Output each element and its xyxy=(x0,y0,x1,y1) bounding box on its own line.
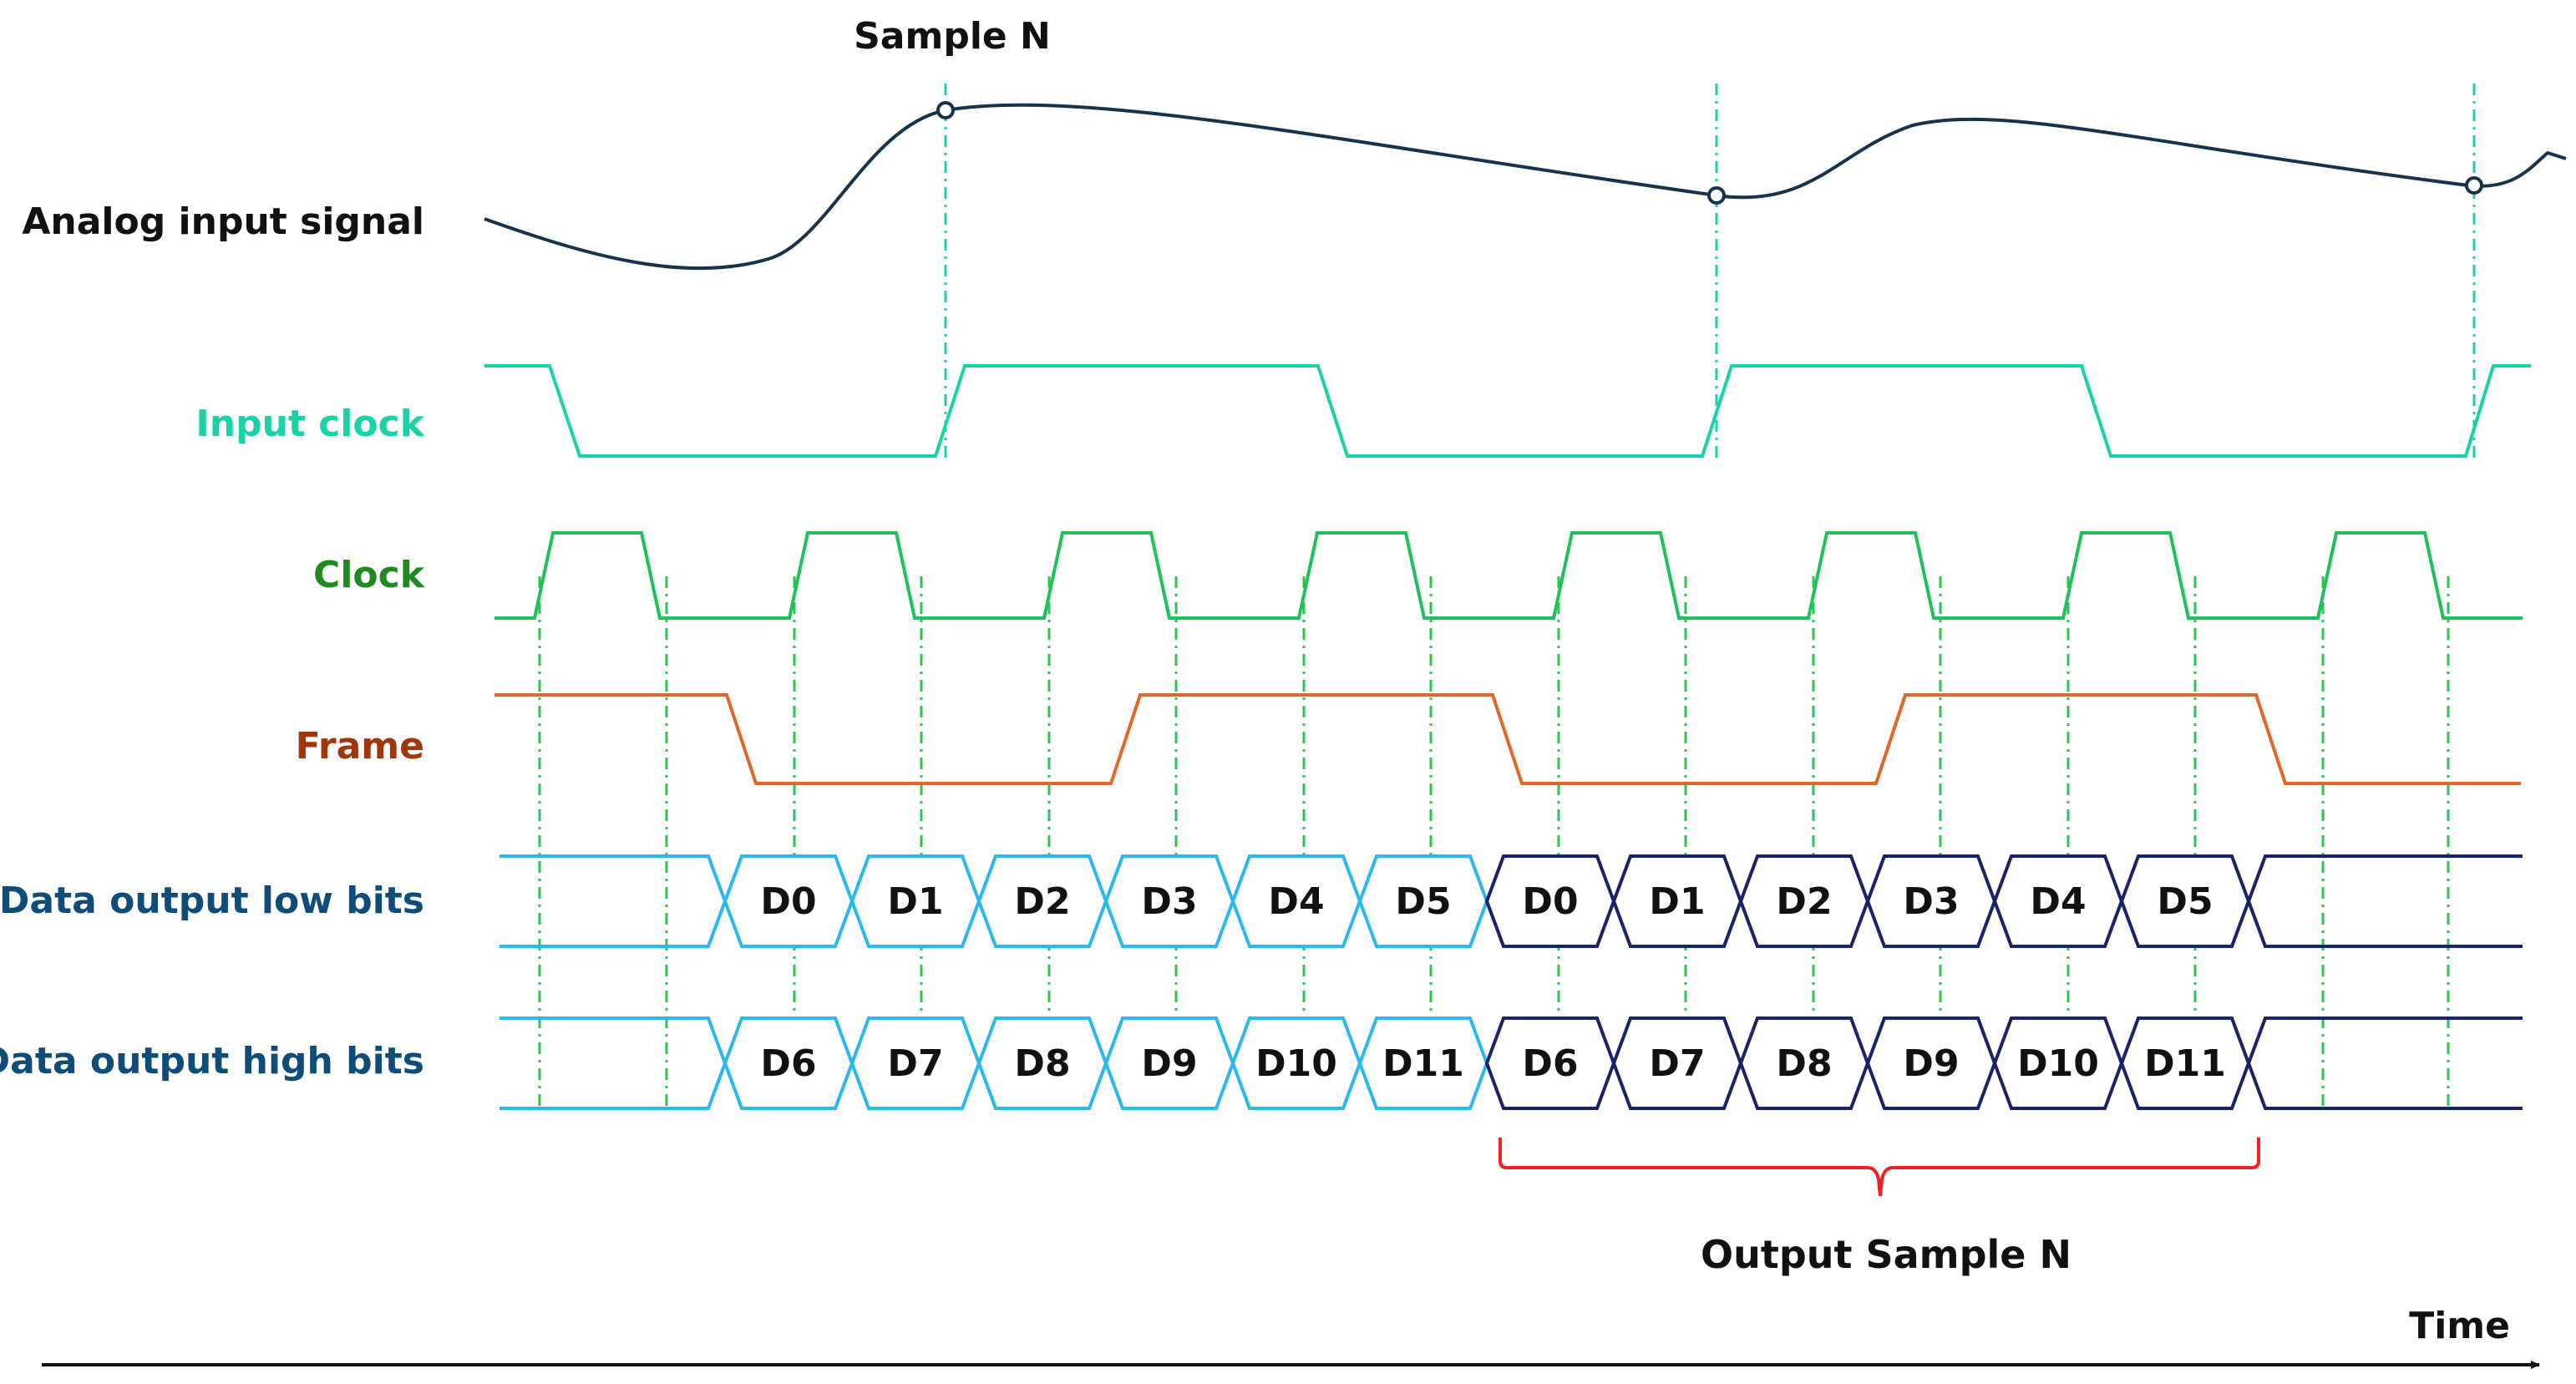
frame-waveform xyxy=(494,693,2521,785)
bus-cell-label: D7 xyxy=(887,1042,943,1085)
bus-idle-edge xyxy=(2247,1016,2523,1064)
input-clock-waveform xyxy=(484,364,2531,458)
analog-signal-waveform xyxy=(484,103,2567,271)
bus-cell-label: D10 xyxy=(1255,1042,1337,1085)
bus-cell-label: D7 xyxy=(1649,1042,1705,1085)
bus-cell-label: D10 xyxy=(2017,1042,2099,1085)
clock-label: Clock xyxy=(313,554,426,596)
bus-cell-label: D6 xyxy=(760,1042,816,1085)
output-sample-label: Output Sample N xyxy=(1701,1232,2071,1277)
bus-idle-edge xyxy=(2247,854,2523,902)
bus-idle-edge xyxy=(499,1016,727,1064)
bus-idle-edge xyxy=(499,900,727,948)
input-clock-label: Input clock xyxy=(195,403,425,445)
sample-point xyxy=(1707,186,1726,205)
bus-cell-label: D5 xyxy=(2157,880,2213,923)
data-high-bus: D6 D7 D8 D9 D10 D11 D6 D7 D8 D9 D10 D11 xyxy=(499,1016,2523,1110)
bus-idle-edge xyxy=(2247,900,2523,948)
bus-cell-label: D8 xyxy=(1776,1042,1832,1085)
bus-idle-edge xyxy=(2247,1062,2523,1110)
sample-point xyxy=(936,101,955,119)
bus-cell-label: D2 xyxy=(1014,880,1070,923)
bus-cell-label: D1 xyxy=(887,880,943,923)
bus-cell-label: D3 xyxy=(1141,880,1197,923)
bus-idle-edge xyxy=(499,854,727,902)
data-low-label: Data output low bits xyxy=(0,880,424,922)
frame-label: Frame xyxy=(296,725,424,768)
data-high-label: Data output high bits xyxy=(0,1040,424,1082)
clock-waveform xyxy=(494,531,2523,620)
time-label: Time xyxy=(2409,1305,2510,1347)
sample-guides xyxy=(944,84,2476,458)
bus-cell-label: D9 xyxy=(1903,1042,1959,1085)
bus-cell-label: D3 xyxy=(1903,880,1959,923)
bus-cell-label: D6 xyxy=(1522,1042,1578,1085)
output-sample-brace xyxy=(1498,1138,2260,1197)
bus-cell-label: D2 xyxy=(1776,880,1832,923)
bus-cell-label: D11 xyxy=(2144,1042,2226,1085)
sample-point xyxy=(2465,176,2483,195)
bus-cell-label: D1 xyxy=(1649,880,1705,923)
bus-idle-edge xyxy=(499,1062,727,1110)
bus-cell-label: D0 xyxy=(760,880,816,923)
data-low-bus: D0 D1 D2 D3 D4 D5 D0 D1 D2 D3 D4 D5 xyxy=(499,854,2523,948)
bus-cell-label: D4 xyxy=(2030,880,2086,923)
bus-cell-label: D4 xyxy=(1268,880,1324,923)
bus-cell-label: D8 xyxy=(1014,1042,1070,1085)
sample-n-label: Sample N xyxy=(854,15,1051,58)
bus-cell-label: D5 xyxy=(1395,880,1451,923)
bus-cell-label: D0 xyxy=(1522,880,1578,923)
bus-cell-label: D9 xyxy=(1141,1042,1197,1085)
analog-input-label: Analog input signal xyxy=(22,200,424,243)
bus-cell-label: D11 xyxy=(1382,1042,1464,1085)
